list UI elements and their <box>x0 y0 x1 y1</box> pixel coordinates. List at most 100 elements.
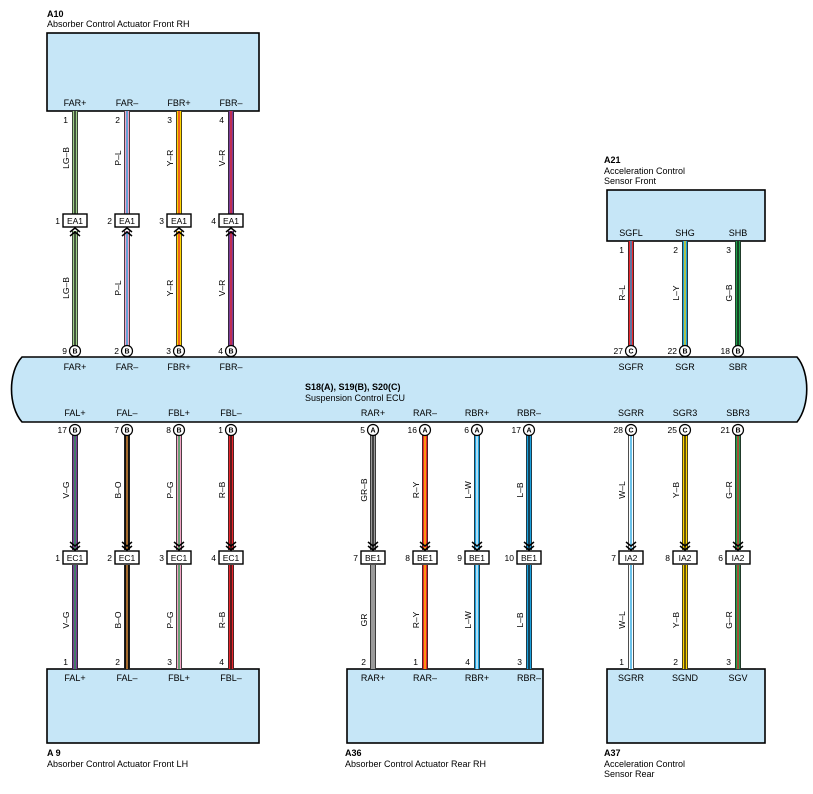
ecu-top-pin-name-7: SBR <box>729 362 748 372</box>
junction-ia2-1-box <box>618 550 644 565</box>
wire-label-a9-upper-2: B–O <box>113 481 123 498</box>
ecu-bottom-pin-1-circle <box>68 423 82 437</box>
wire-label-a21-2: L–Y <box>671 285 681 300</box>
a37-pin-name-3: SGV <box>728 673 747 683</box>
ecu-bottom-pin-9-pin-number: 28 <box>614 425 624 435</box>
junction-be1-4-arrow-1 <box>523 545 535 551</box>
a21-pin-name-1: SGFL <box>619 228 643 238</box>
ecu-top-pin-5-circle <box>624 344 638 358</box>
ecu-bottom-pin-4-connector-letter: B <box>228 428 233 435</box>
ecu-top-pin-2-circle <box>120 344 134 358</box>
a37-pin-number-3: 3 <box>726 657 731 667</box>
component-code-a21: A21 <box>604 155 621 165</box>
a21-pin-number-3: 3 <box>726 245 731 255</box>
ecu-bottom-pin-8-connector-letter: A <box>526 428 531 435</box>
ecu-bottom-pin-name-1: FAL+ <box>64 408 85 418</box>
ecu-code: S18(A), S19(B), S20(C) <box>305 382 401 392</box>
ecu-top-pin-3-connector-letter: B <box>176 349 181 356</box>
ecu-bottom-pin-11-pin-number: 21 <box>721 425 731 435</box>
wire-label-a37-upper-1: W–L <box>617 481 627 499</box>
ecu-bottom-pin-8-pin-number: 17 <box>512 425 522 435</box>
ecu-top-pin-2-pin-number: 2 <box>114 346 119 356</box>
junction-be1-1-box <box>360 550 386 565</box>
junction-be1-4-arrow-2 <box>523 541 535 547</box>
a10-pin-number-1: 1 <box>63 115 68 125</box>
junction-ec1-3-arrow-2 <box>173 541 185 547</box>
junction-ea1-2-box <box>114 213 140 228</box>
ecu-bottom-pin-7-circle <box>470 423 484 437</box>
ecu-top-pin-2-connector-letter: B <box>124 349 129 356</box>
junction-ia2-2-arrow-2 <box>679 541 691 547</box>
ecu-bottom-pin-9-circle <box>624 423 638 437</box>
a37-pin-number-2: 2 <box>673 657 678 667</box>
a10-pin-number-3: 3 <box>167 115 172 125</box>
ecu-top-pin-name-1: FAR+ <box>64 362 87 372</box>
ecu-top-pin-6-pin-number: 22 <box>668 346 678 356</box>
junction-ea1-2-arrow-2 <box>121 231 133 237</box>
ecu-bottom-pin-8-circle <box>522 423 536 437</box>
junction-be1-2-box <box>412 550 438 565</box>
ecu-bottom-pin-3-circle <box>172 423 186 437</box>
wire-label-a10-lower-1: LG–B <box>61 277 71 299</box>
junction-ec1-2-arrow-2 <box>121 541 133 547</box>
a10-pin-name-3: FBR+ <box>167 98 190 108</box>
junction-be1-2-arrow-2 <box>419 541 431 547</box>
junction-ia2-3-code: IA2 <box>732 553 745 563</box>
ecu-top-pin-5-pin-number: 27 <box>614 346 624 356</box>
a36-pin-name-2: RAR– <box>413 673 437 683</box>
ecu-bottom-pin-5-connector-letter: A <box>370 428 375 435</box>
wire-label-a9-lower-2: B–O <box>113 611 123 628</box>
junction-ea1-3-arrow-1 <box>173 227 185 233</box>
ecu-top-pin-4-connector-letter: B <box>228 349 233 356</box>
ecu-bottom-pin-5-pin-number: 5 <box>360 425 365 435</box>
a36-pin-name-4: RBR– <box>517 673 541 683</box>
junction-ea1-1-arrow-2 <box>69 231 81 237</box>
a9-pin-number-4: 4 <box>219 657 224 667</box>
component-code-a37: A37 <box>604 748 621 758</box>
component-code-a10: A10 <box>47 9 64 19</box>
junction-ec1-2-code: EC1 <box>119 553 136 563</box>
ecu-box <box>10 356 808 423</box>
ecu-top-pin-3-pin-number: 3 <box>166 346 171 356</box>
junction-be1-1-arrow-1 <box>367 545 379 551</box>
wire-label-a10-upper-3: Y–R <box>165 150 175 167</box>
wire-label-a10-upper-1: LG–B <box>61 147 71 169</box>
component-box-a36 <box>346 668 544 744</box>
junction-ea1-1-box <box>62 213 88 228</box>
junction-be1-3-box <box>464 550 490 565</box>
ecu-bottom-pin-9-connector-letter: C <box>628 428 633 435</box>
ecu-top-pin-4-pin-number: 4 <box>218 346 223 356</box>
junction-ec1-4-code: EC1 <box>223 553 240 563</box>
ecu-top-pin-1-circle <box>68 344 82 358</box>
ecu-bottom-pin-name-6: RAR– <box>413 408 437 418</box>
ecu-bottom-pin-6-connector-letter: A <box>422 428 427 435</box>
junction-ia2-2-code: IA2 <box>679 553 692 563</box>
junction-be1-4-pin-number: 10 <box>505 553 515 563</box>
ecu-top-pin-7-circle <box>731 344 745 358</box>
junction-be1-4-box <box>516 550 542 565</box>
a36-pin-name-3: RBR+ <box>465 673 489 683</box>
component-name-a21-line2: Sensor Front <box>604 176 657 186</box>
junction-be1-2-pin-number: 8 <box>405 553 410 563</box>
junction-be1-4-code: BE1 <box>521 553 537 563</box>
junction-ec1-2-arrow-1 <box>121 545 133 551</box>
a36-pin-number-4: 3 <box>517 657 522 667</box>
component-box-a9 <box>46 668 260 744</box>
ecu-name: Suspension Control ECU <box>305 393 405 403</box>
junction-ea1-4-arrow-2 <box>225 231 237 237</box>
junction-be1-3-arrow-1 <box>471 545 483 551</box>
junction-be1-2-code: BE1 <box>417 553 433 563</box>
a10-pin-number-2: 2 <box>115 115 120 125</box>
a9-pin-name-2: FAL– <box>116 673 137 683</box>
component-code-a9: A 9 <box>47 748 61 758</box>
a9-pin-number-2: 2 <box>115 657 120 667</box>
a21-pin-number-1: 1 <box>619 245 624 255</box>
a37-pin-number-1: 1 <box>619 657 624 667</box>
junction-ia2-3-arrow-2 <box>732 541 744 547</box>
ecu-top-pin-5-connector-letter: C <box>628 349 633 356</box>
junction-ec1-3-code: EC1 <box>171 553 188 563</box>
ecu-top-pin-name-4: FBR– <box>219 362 242 372</box>
wire-label-a37-lower-2: Y–B <box>671 612 681 628</box>
wire-label-a37-lower-1: W–L <box>617 611 627 629</box>
